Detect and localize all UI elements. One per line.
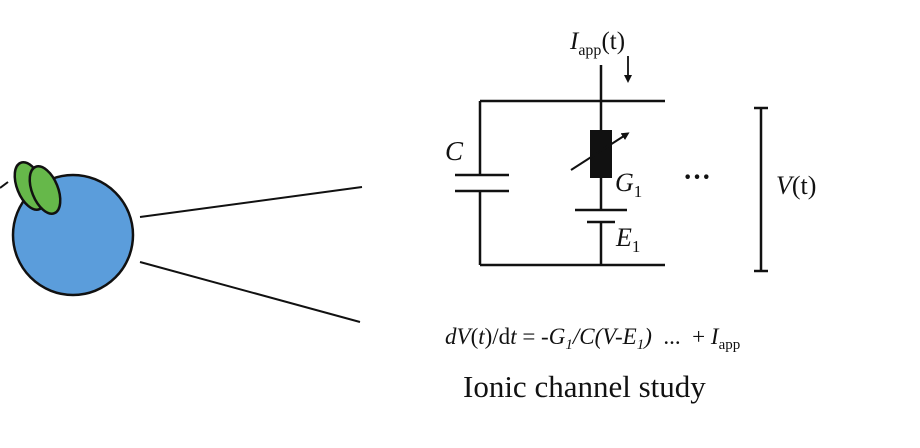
conductance-label: G1: [615, 168, 642, 201]
ion-channel-icon: [13, 161, 62, 215]
membrane-voltage-label: V(t): [776, 171, 816, 200]
variable-conductance-resistor: [590, 130, 612, 178]
zoom-line-top: [139, 186, 363, 218]
membrane-equation: dV(t)/dt = -G1/C(V-E1) ... + Iapp: [445, 324, 740, 353]
neuron-cell: [0, 161, 135, 297]
reversal-potential-label: E1: [615, 223, 640, 256]
zoom-line-bottom: [139, 261, 361, 323]
applied-current-label: Iapp(t): [569, 28, 625, 59]
diagram-caption: Ionic channel study: [463, 369, 706, 404]
variable-conductance-arrow: [570, 132, 630, 171]
channel-pointer: [0, 181, 9, 189]
membrane-circuit: [455, 65, 768, 273]
more-channels-ellipsis: ···: [683, 162, 711, 193]
capacitor-label: C: [445, 136, 464, 166]
